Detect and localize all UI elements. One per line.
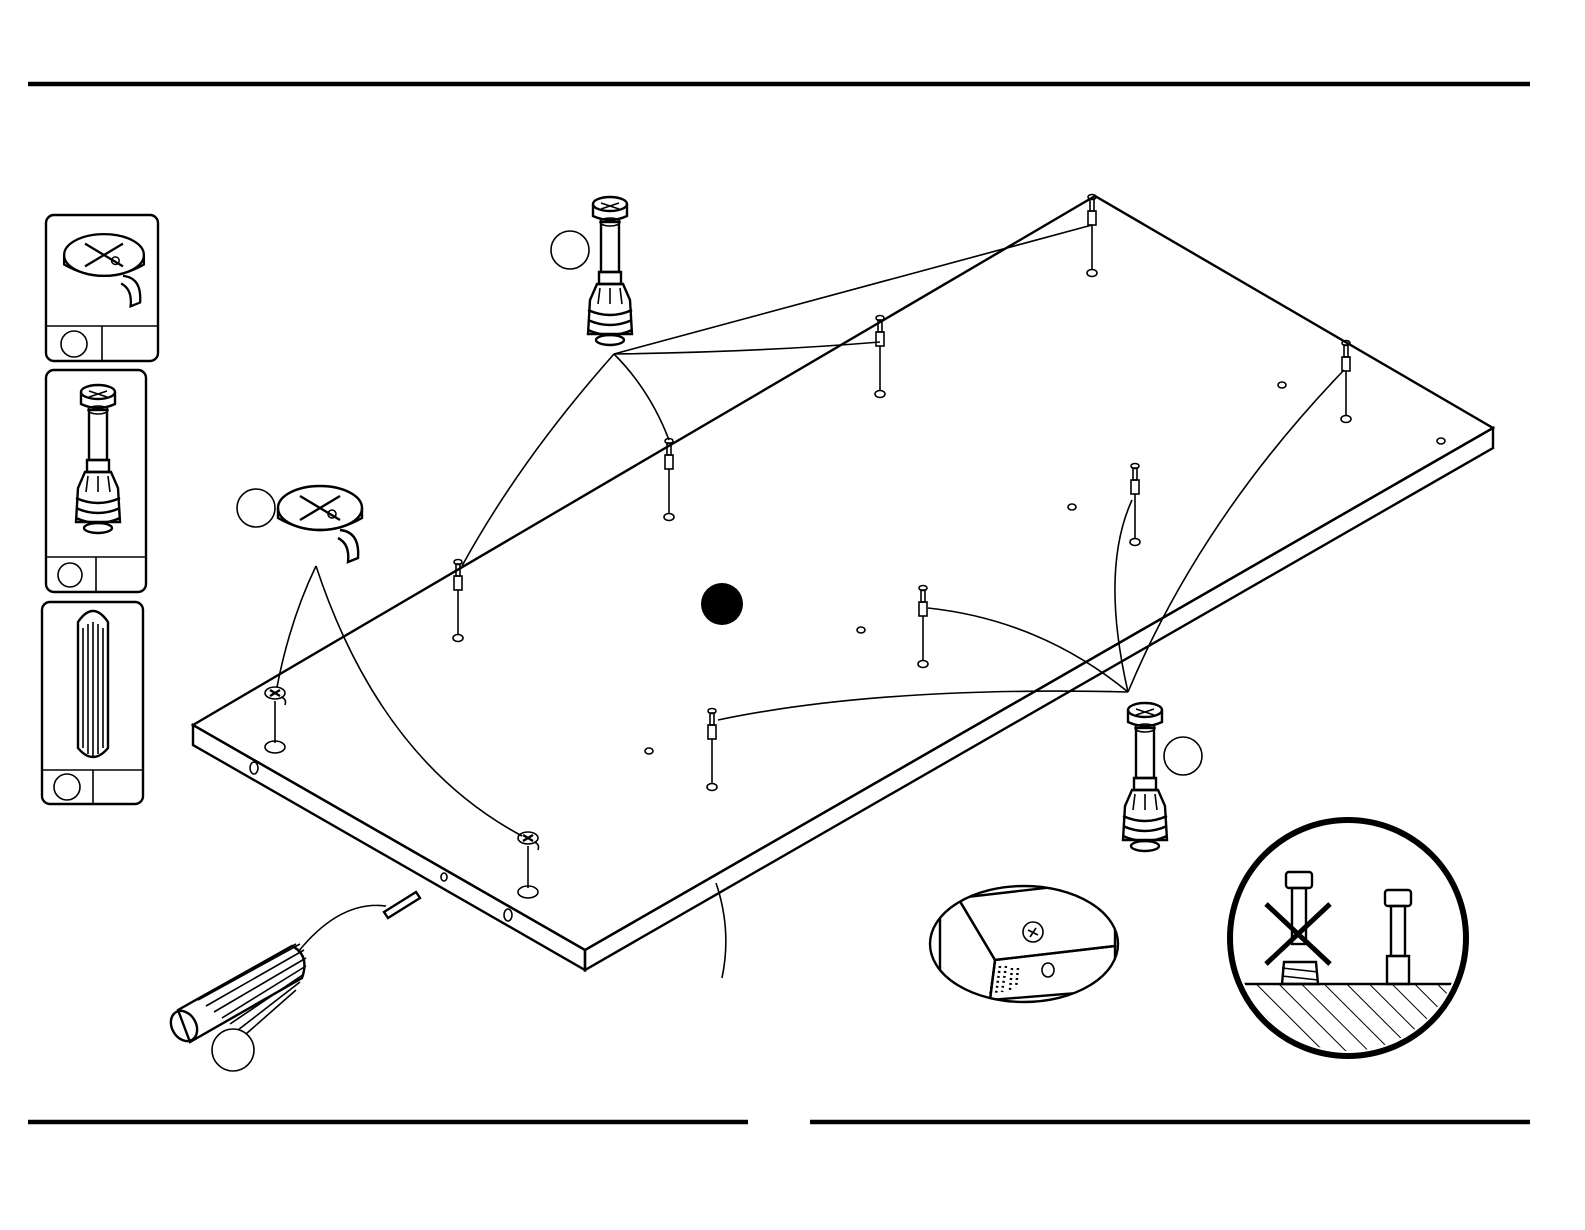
installed-cam-bolt [875,316,885,398]
wood-dowel-icon [78,611,108,757]
installed-cam-lock [265,687,286,753]
correct-installation-detail [1228,820,1468,1064]
panel-marker [701,583,743,625]
cam-lock-icon [64,234,144,306]
installed-cam-bolt [664,439,674,521]
cam-bolt-callout-right [1164,737,1202,775]
callout-circles [212,231,1202,1071]
cam-bolt-large [1123,703,1167,851]
cam-bolt-icon [76,385,120,533]
cam-bolt-callout-top [551,231,589,269]
part-card-cam-bolt [46,370,146,592]
cam-lock-callout [237,489,275,527]
edge-orientation-detail [930,880,1118,1002]
installed-cam-bolt [707,709,717,791]
dowel-callout [212,1029,254,1071]
cam-bolt-large [588,197,632,345]
installed-cam-bolt [1130,464,1140,546]
installed-cam-bolt [1087,195,1097,277]
part-card-dowel [42,602,143,804]
cam-lock-large [278,486,362,562]
installed-cam-bolt [1341,341,1351,423]
wood-dowel-large [166,892,420,1046]
installed-cam-bolt [918,586,928,668]
installed-cam-lock [518,832,539,898]
part-card-cam-lock [46,215,158,361]
parts-column [42,215,158,804]
